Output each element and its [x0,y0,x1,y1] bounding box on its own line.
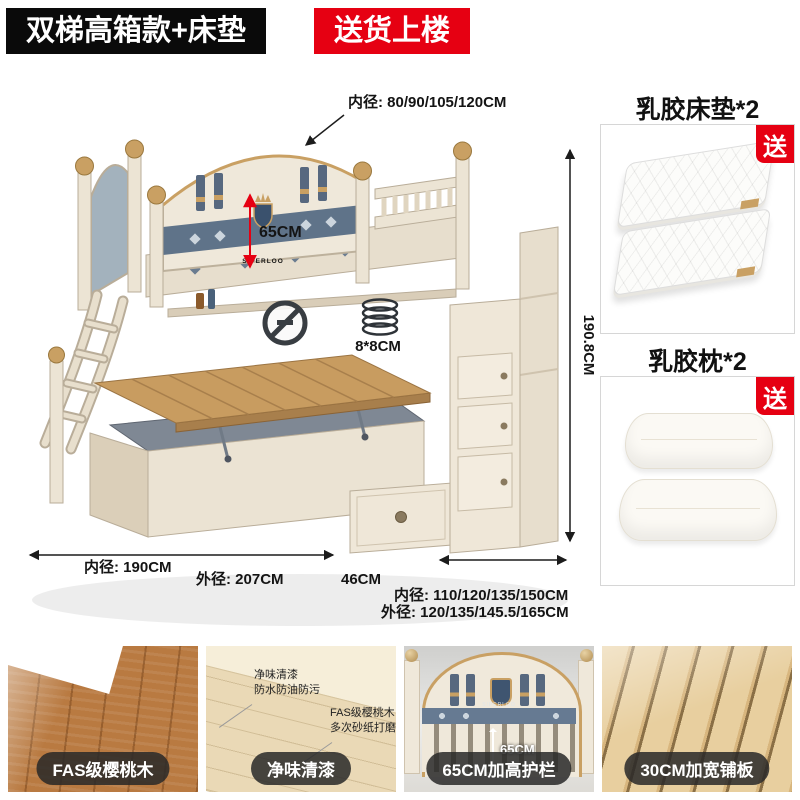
feature-tiles: FAS级樱桃木 净味清漆 防水防油防污 FAS级樱桃木 多次砂纸打磨 净味清漆 [8,646,792,792]
tile-label: 30CM加宽铺板 [624,752,770,785]
lower-post [48,346,65,504]
dim-post-size: 8*8CM [355,338,401,355]
crest-icon [490,678,512,706]
finial-icon [147,185,166,205]
guardrail-right-section [374,176,459,230]
finial-icon [48,346,65,364]
bed-diagram: 8*8CM SIPERLOO [28,93,597,626]
lift-up-bed-board [93,354,432,463]
mattress-corner-tag [740,198,760,210]
dim-stair-depth: 46CM [341,571,381,588]
finial-icon [580,649,593,662]
gift-badge: 送 [756,125,794,163]
tile-cherry-wood: FAS级樱桃木 [8,646,198,792]
tile-bed-slats: 30CM加宽铺板 [602,646,792,792]
guardrail-arch: SIPERLOO [162,154,363,273]
floor-shadow [32,574,568,626]
dim-lower-outer: 外径: 120/135/145.5/165CM [380,603,569,621]
finial-icon [353,161,372,181]
dim-total-height: 190.8CM [580,315,597,376]
gift-pillow-title: 乳胶枕*2 [648,348,747,376]
under-bunk-shelf [167,288,457,318]
pillow-crease [640,438,758,440]
note-line: FAS级樱桃木 [330,707,395,719]
gift-mattress-title: 乳胶床垫*2 [635,96,760,124]
pillow-image [625,413,773,469]
drawer-knob-icon [395,511,407,523]
tile-guardrail: SIPERLOO 65CM 65CM加高护栏 [404,646,594,792]
dim-length-inner: 内径: 190CM [84,558,172,576]
blue-band [422,708,576,724]
dim-lower-inner: 内径: 110/120/135/150CM [394,586,568,604]
dim-length-outer: 外径: 207CM [195,570,284,588]
tile-label: 65CM加高护栏 [426,752,572,785]
staircase [449,226,559,554]
delivery-banner-text: 送货上楼 [334,15,451,47]
drawer-knob-icon [500,478,508,486]
strap-icon [300,167,309,203]
dimension-annotations: 内径: 80/90/105/120CM 65CM 190.8CM 内径: 190… [28,93,597,621]
brand-text: SIPERLOO [242,258,284,265]
pillow-crease [635,507,761,509]
guardrail-posts [147,141,472,308]
crest-icon [253,193,273,229]
gift-mattress-box: 送 [600,124,795,334]
strap-icon [214,173,223,209]
delivery-banner: 送货上楼 [314,8,471,54]
finial-icon [453,141,472,161]
strap-icon [466,674,475,706]
dim-rail-height: 65CM [259,224,302,241]
strap-icon [318,165,327,201]
gift-pillow-box: 送 [600,376,795,586]
finial-icon [75,156,94,176]
note-line: 净味清漆 [254,669,298,681]
tile-label: 净味清漆 [251,752,351,785]
mattress-corner-tag [736,266,756,278]
pillow-image [619,479,777,541]
note-line: 防水防油防污 [254,684,320,697]
storage-drawer [349,482,453,554]
strap-icon [520,674,529,706]
prohibition-icon [262,300,308,346]
gift-badge: 送 [756,377,794,415]
tile-label: FAS级樱桃木 [36,752,170,785]
strap-icon [536,674,545,706]
rail-post [404,660,420,774]
dim-top-inner: 内径: 80/90/105/120CM [348,93,506,111]
note-line: 多次砂纸打磨 [330,722,396,735]
style-banner-text: 双梯高箱款+床垫 [26,15,246,47]
style-banner: 双梯高箱款+床垫 [6,8,266,54]
tile-varnish: 净味清漆 防水防油防污 FAS级樱桃木 多次砂纸打磨 净味清漆 [206,646,396,792]
brand-text: SIPERLOO [482,702,516,708]
wood-note: FAS级樱桃木 多次砂纸打磨 [330,706,396,737]
strap-icon [196,175,205,211]
finial-icon [405,649,418,662]
strap-icon [450,674,459,706]
drawer-knob-icon [500,372,508,380]
varnish-note: 净味清漆 防水防油防污 [254,668,320,699]
upper-headboard [75,139,144,311]
spring-icon [361,298,399,336]
drawer-knob-icon [500,422,508,430]
finial-icon [125,139,144,159]
